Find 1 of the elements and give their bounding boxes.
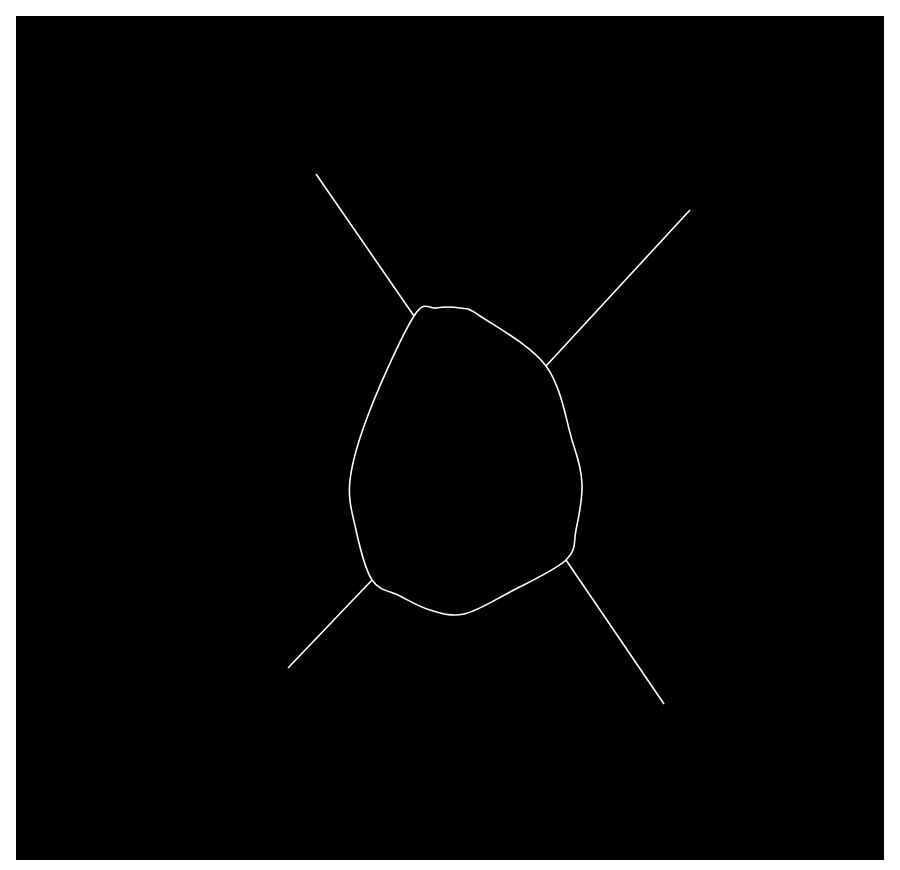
cell-outline-drawing <box>287 173 691 705</box>
